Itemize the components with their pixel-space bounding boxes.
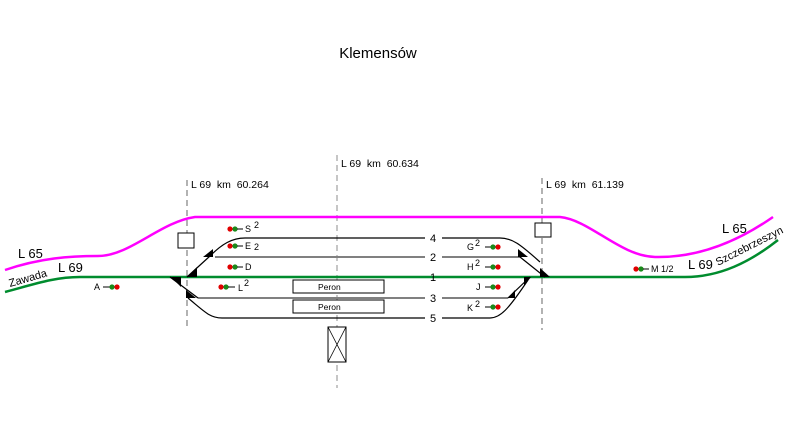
right-line-65-label: L 65: [722, 221, 747, 236]
km-marker-left: L 69 km 60.264: [186, 179, 269, 330]
signal-S-red-lamp: [227, 226, 233, 232]
switch-left-1: [171, 277, 181, 287]
signal-K-red-lamp: [495, 304, 501, 310]
switch-right-4: [508, 290, 515, 298]
signal-M[interactable]: M 1/2: [633, 264, 674, 274]
signal-L[interactable]: L 2: [218, 278, 249, 293]
signal-L-superscript: 2: [244, 278, 249, 288]
signal-box-left-icon: [177, 232, 195, 249]
signal-G-red-lamp: [495, 244, 501, 250]
switch-right-3: [524, 277, 531, 286]
signal-M-label: M 1/2: [651, 264, 674, 274]
signal-L-green-lamp: [223, 284, 229, 290]
signal-G[interactable]: G 2: [467, 238, 501, 252]
signal-L-label: L: [238, 283, 243, 293]
km-marker-center: L 69 km 60.634: [336, 155, 419, 388]
signal-K-label: K: [467, 303, 473, 313]
signal-K-superscript: 2: [475, 299, 480, 309]
left-line-69-label: L 69: [58, 260, 83, 275]
switch-right-1: [518, 249, 528, 257]
signal-D-green-lamp: [232, 264, 238, 270]
platform-2-label: Peron: [318, 302, 341, 312]
km-label-center: L 69 km 60.634: [341, 158, 419, 170]
signal-H-superscript: 2: [475, 258, 480, 268]
track-number-4: 4: [430, 233, 436, 245]
station-title: Klemensów: [339, 45, 417, 62]
switch-left-2: [187, 267, 197, 277]
signal-E-superscript: 2: [254, 242, 259, 252]
signal-A-green-lamp: [109, 284, 115, 290]
signal-D-red-lamp: [227, 264, 233, 270]
signal-E-label: E: [245, 241, 251, 251]
switch-markers: [171, 249, 550, 298]
signal-H[interactable]: H 2: [467, 258, 501, 272]
line-65-track: [4, 215, 774, 272]
signal-G-label: G: [467, 242, 474, 252]
switch-left-3: [203, 249, 213, 257]
track-5: [187, 279, 529, 319]
signal-H-red-lamp: [495, 264, 501, 270]
signal-K[interactable]: K 2: [467, 299, 501, 313]
platform-2: Peron: [292, 299, 385, 314]
platform-1: Peron: [292, 279, 385, 294]
switch-left-4: [186, 290, 196, 298]
signal-D[interactable]: D: [227, 262, 252, 272]
signal-M-green-lamp: [638, 266, 644, 272]
signal-D-label: D: [245, 262, 252, 272]
signal-S-label: S: [245, 224, 251, 234]
signal-J[interactable]: J: [476, 282, 501, 292]
signal-E-red-lamp: [227, 243, 233, 249]
signal-G-green-lamp: [490, 244, 496, 250]
track-number-3: 3: [430, 293, 436, 305]
switch-right-2: [540, 268, 550, 277]
km-marker-right: L 69 km 61.139: [541, 178, 624, 330]
signal-E-green-lamp: [232, 243, 238, 249]
platform-1-label: Peron: [318, 282, 341, 292]
line-69-track: [4, 239, 779, 294]
signal-S-green-lamp: [232, 226, 238, 232]
signal-A[interactable]: A: [94, 282, 120, 292]
signal-S-superscript: 2: [254, 220, 259, 230]
signal-J-green-lamp: [490, 284, 496, 290]
signal-A-label: A: [94, 282, 100, 292]
km-label-left: L 69 km 60.264: [191, 179, 269, 191]
right-line-69-label: L 69: [688, 257, 713, 272]
signal-G-superscript: 2: [475, 238, 480, 248]
track-number-5: 5: [430, 313, 436, 325]
signal-box-right-icon: [534, 222, 552, 238]
signal-L-red-lamp: [218, 284, 224, 290]
signal-J-label: J: [476, 282, 481, 292]
track-4: [209, 237, 541, 263]
left-line-65-label: L 65: [18, 246, 43, 261]
signal-M-red-lamp: [633, 266, 639, 272]
signal-A-red-lamp: [114, 284, 120, 290]
signal-K-green-lamp: [490, 304, 496, 310]
signal-S[interactable]: S 2: [227, 220, 259, 234]
crossing-icon: [327, 326, 347, 363]
signal-H-green-lamp: [490, 264, 496, 270]
signal-H-label: H: [467, 262, 474, 272]
signal-E[interactable]: E 2: [227, 241, 259, 252]
track-number-1: 1: [430, 272, 436, 284]
km-label-right: L 69 km 61.139: [546, 179, 624, 191]
signal-J-red-lamp: [495, 284, 501, 290]
track-number-2: 2: [430, 252, 436, 264]
